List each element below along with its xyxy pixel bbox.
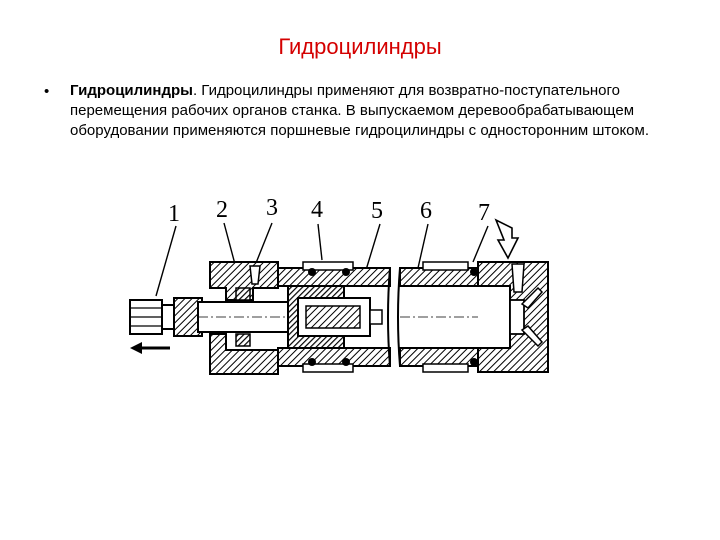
part-number-2: 2 <box>216 197 228 223</box>
cylinder-barrel-right <box>399 261 479 373</box>
part-number-1: 1 <box>168 201 180 227</box>
fluid-inlet-arrow <box>494 218 520 260</box>
slide-title: Гидроцилиндры <box>278 34 442 59</box>
part-number-7: 7 <box>478 200 490 226</box>
piston <box>287 285 383 349</box>
motion-arrow <box>130 342 170 354</box>
body-paragraph: Гидроцилиндры. Гидроцилиндры применяют д… <box>70 81 690 141</box>
part-number-5: 5 <box>371 198 383 224</box>
rear-cap <box>477 261 549 373</box>
body-lead-term: Гидроцилиндры <box>70 82 193 99</box>
rod-end-fitting <box>129 297 203 337</box>
body-text: . Гидроцилиндры применяют для возвратно-… <box>70 82 650 139</box>
break-symbol <box>387 267 401 367</box>
bullet-marker: • <box>44 83 50 100</box>
part-number-4: 4 <box>311 197 323 223</box>
leader-lines <box>155 222 489 297</box>
hydraulic-cylinder-diagram: 1 2 3 4 5 6 7 <box>129 195 549 375</box>
part-number-3: 3 <box>266 195 278 221</box>
part-number-6: 6 <box>420 198 432 224</box>
